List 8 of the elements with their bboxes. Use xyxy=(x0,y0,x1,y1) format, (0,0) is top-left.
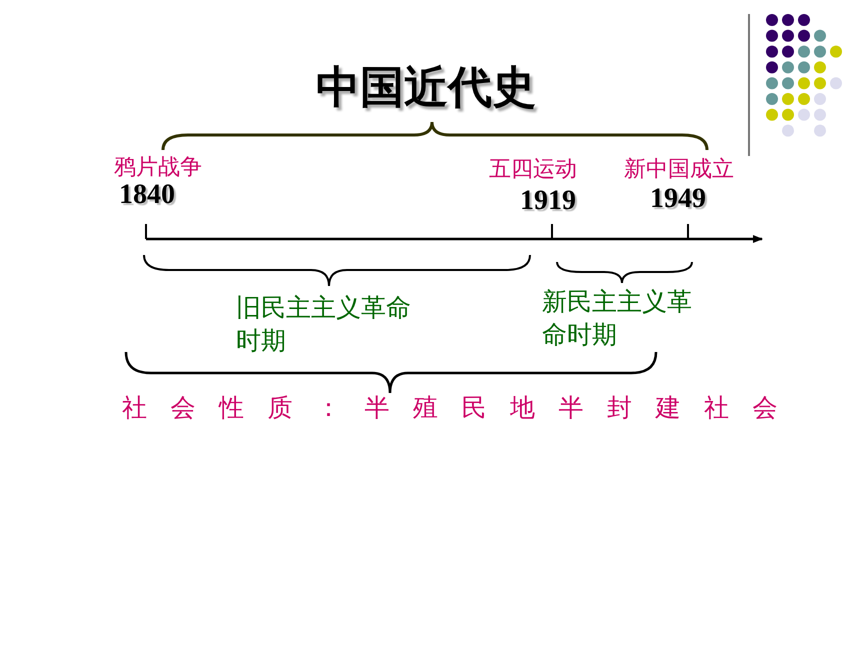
period-label: 新民主主义革命时期 xyxy=(542,286,692,351)
nature-label: 社会性质：半殖民地半封建社会 xyxy=(122,393,801,423)
title: 中国近代史 xyxy=(316,62,536,115)
year-label: 1919 xyxy=(520,184,576,218)
event-label: 新中国成立 xyxy=(624,157,734,184)
event-label: 五四运动 xyxy=(489,157,577,184)
period-label: 旧民主主义革命时期 xyxy=(236,292,412,357)
year-label: 1949 xyxy=(650,182,706,216)
